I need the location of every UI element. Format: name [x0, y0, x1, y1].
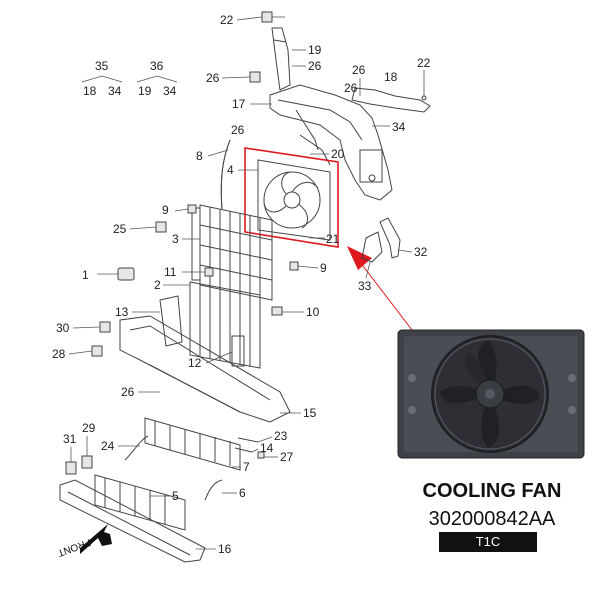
- callout-17: 17: [232, 97, 246, 111]
- highlight-pointer-arrow: [347, 246, 413, 331]
- fastener-10: [271, 306, 283, 316]
- callout-11: 11: [164, 265, 177, 279]
- callout-14: 14: [260, 441, 274, 455]
- lower-beam-15: [119, 315, 291, 423]
- callout-group-brackets: [81, 75, 178, 83]
- callout-4: 4: [227, 163, 234, 177]
- callout-3: 3: [172, 232, 179, 246]
- callout-22b: 22: [417, 56, 431, 70]
- cooling-fan-photo: [397, 329, 585, 459]
- callout-26b: 26: [206, 71, 220, 85]
- callout-32: 32: [414, 245, 428, 259]
- callout-16: 16: [218, 542, 232, 556]
- product-part-number: 302000842AA: [428, 508, 556, 530]
- fastener-11: [204, 267, 214, 277]
- callout-26e: 26: [231, 123, 245, 137]
- callout-15: 15: [303, 406, 317, 420]
- seal-13: [159, 295, 183, 347]
- callout-34: 34: [392, 120, 406, 134]
- callout-35-sub-18: 18: [83, 84, 97, 98]
- callout-29: 29: [82, 421, 96, 435]
- callout-30: 30: [56, 321, 70, 335]
- fastener-31: [65, 461, 77, 475]
- callout-24: 24: [101, 439, 115, 453]
- fastener-29: [81, 455, 93, 469]
- fastener-9b: [289, 261, 299, 271]
- fastener-9a: [174, 204, 197, 214]
- bracket-19: [271, 27, 291, 91]
- callout-leaders: [68, 16, 413, 550]
- callout-9b: 9: [320, 261, 327, 275]
- callout-36-sub-19: 19: [138, 84, 152, 98]
- clip-23: [237, 437, 259, 443]
- callout-6: 6: [239, 486, 246, 500]
- callout-26d: 26: [344, 81, 358, 95]
- callout-27: 27: [280, 450, 294, 464]
- callout-21: 21: [326, 232, 340, 246]
- callout-13: 13: [115, 305, 129, 319]
- callout-8: 8: [196, 149, 203, 163]
- callout-26f: 26: [121, 385, 135, 399]
- fastener-22b: [421, 70, 427, 101]
- callout-26a: 26: [308, 59, 322, 73]
- bottom-bar-16: [59, 479, 206, 563]
- callout-36: 36: [150, 59, 164, 73]
- callout-23: 23: [274, 429, 288, 443]
- front-arrow-icon: [80, 524, 112, 554]
- callout-28: 28: [52, 347, 66, 361]
- fastener-22a: [261, 11, 285, 23]
- clip-14: [234, 447, 253, 453]
- radiator-support-upper: [269, 84, 393, 201]
- condenser: [189, 281, 261, 369]
- fastener-30: [99, 321, 111, 333]
- callout-19: 19: [308, 43, 322, 57]
- callout-1: 1: [82, 268, 89, 282]
- callout-35: 35: [95, 59, 109, 73]
- callout-26c: 26: [352, 63, 366, 77]
- sensor-1: [97, 267, 135, 281]
- callout-7: 7: [243, 460, 250, 474]
- callout-9a: 9: [162, 203, 169, 217]
- fastener-26a: [249, 71, 261, 83]
- callout-2: 2: [154, 278, 161, 292]
- intercooler-7: [144, 417, 241, 471]
- fan-assembly-highlighted: [257, 159, 331, 241]
- callout-18: 18: [384, 70, 398, 84]
- callout-35-sub-34: 34: [108, 84, 122, 98]
- bracket-32: [379, 217, 401, 259]
- product-badge: T1C: [439, 532, 537, 552]
- pipe-6: [204, 479, 223, 501]
- callout-22a: 22: [220, 13, 234, 27]
- callout-36-sub-34: 34: [163, 84, 177, 98]
- callout-5: 5: [172, 489, 179, 503]
- callout-10: 10: [306, 305, 320, 319]
- callout-20: 20: [331, 147, 345, 161]
- callout-31: 31: [63, 432, 77, 446]
- bracket-18: [351, 87, 431, 113]
- callout-33: 33: [358, 279, 372, 293]
- fastener-25: [155, 221, 167, 233]
- fastener-28: [91, 345, 103, 357]
- clip-27: [257, 451, 265, 459]
- fan-highlight-box: [244, 147, 339, 248]
- product-title: COOLING FAN: [422, 480, 562, 502]
- callout-12: 12: [188, 356, 202, 370]
- hose-8: [220, 139, 231, 211]
- bracket-33: [361, 231, 383, 263]
- callout-25: 25: [113, 222, 127, 236]
- radiator: [191, 204, 273, 301]
